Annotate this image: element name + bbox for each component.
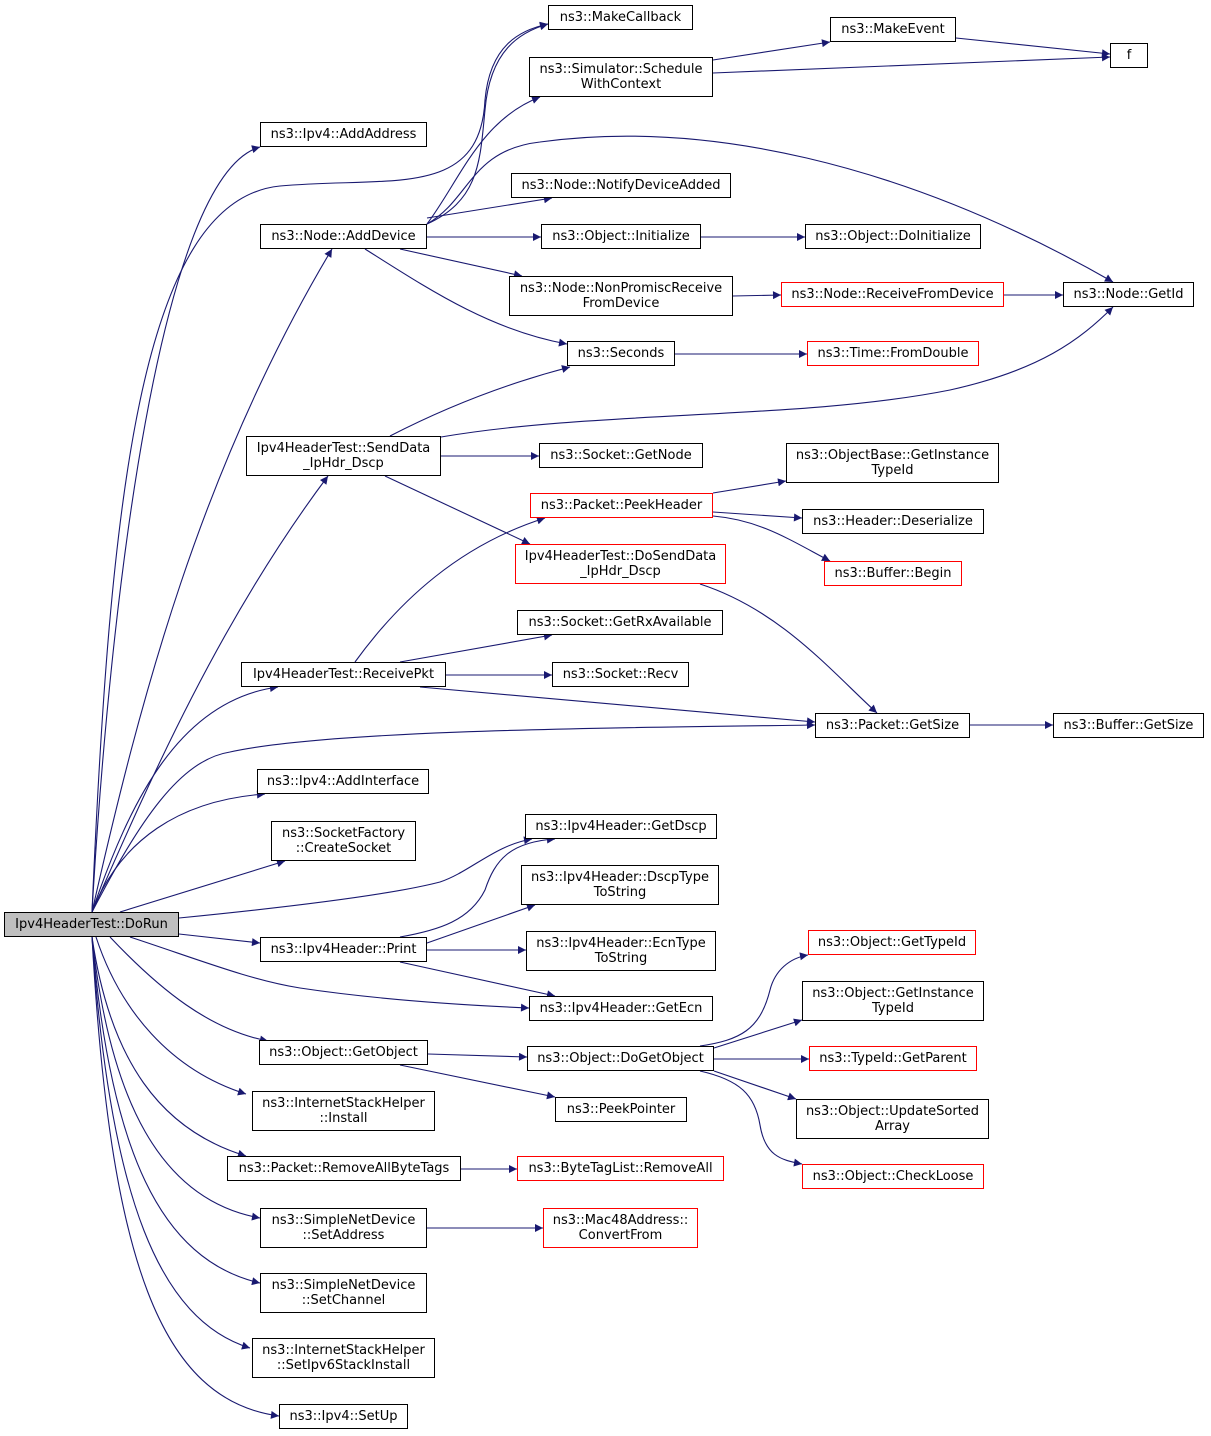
edge-print-to-dscptostring — [426, 903, 536, 944]
node-simplenetdevice-setaddress[interactable]: ns3::SimpleNetDevice ::SetAddress — [260, 1208, 427, 1248]
node-internetstackhelper-setipv6stackinstall[interactable]: ns3::InternetStackHelper ::SetIpv6StackI… — [252, 1338, 435, 1378]
node-object-checkloose[interactable]: ns3::Object::CheckLoose — [802, 1164, 984, 1189]
node-ipv4-addinterface[interactable]: ns3::Ipv4::AddInterface — [257, 769, 429, 794]
edge-dogetobject-to-checkloose — [699, 1070, 803, 1167]
edge-dorun-to-senddata — [91, 475, 329, 913]
node-internetstackhelper-install[interactable]: ns3::InternetStackHelper ::Install — [252, 1091, 435, 1131]
node-makecallback[interactable]: ns3::MakeCallback — [548, 5, 693, 30]
edge-senddata-to-getid — [440, 306, 1114, 438]
node-socket-getrxavailable[interactable]: ns3::Socket::GetRxAvailable — [517, 610, 723, 635]
node-object-updatesortedarray[interactable]: ns3::Object::UpdateSorted Array — [796, 1099, 989, 1139]
node-receivepkt[interactable]: Ipv4HeaderTest::ReceivePkt — [241, 662, 446, 687]
edge-dorun-to-getobject — [109, 936, 269, 1044]
node-ipv4header-print[interactable]: ns3::Ipv4Header::Print — [260, 937, 427, 962]
node-objectbase-getinstancetypeid[interactable]: ns3::ObjectBase::GetInstance TypeId — [786, 443, 999, 483]
edge-senddata-to-dosenddata — [384, 475, 531, 545]
edge-dorun-to-getdscp — [178, 836, 533, 919]
edge-adddevice-to-makecallback — [426, 22, 549, 225]
node-socket-recv[interactable]: ns3::Socket::Recv — [552, 662, 689, 687]
edge-adddevice-to-seconds — [364, 248, 568, 347]
node-simplenetdevice-setchannel[interactable]: ns3::SimpleNetDevice ::SetChannel — [260, 1273, 427, 1313]
node-ipv4-setup[interactable]: ns3::Ipv4::SetUp — [279, 1404, 408, 1429]
edge-dorun-to-createsocket — [119, 859, 286, 913]
edge-dorun-to-ipv4-addaddress — [91, 145, 261, 913]
edge-peekheader-to-getinstancetypeid — [712, 478, 787, 494]
node-object-doinitialize[interactable]: ns3::Object::DoInitialize — [805, 224, 981, 249]
edge-receivepkt-to-peekheader — [354, 516, 546, 663]
node-ipv4header-getdscp[interactable]: ns3::Ipv4Header::GetDscp — [525, 814, 717, 839]
edge-receivepkt-to-packet-getsize — [419, 686, 816, 726]
edge-nonpromisc-to-receivefromdevice — [732, 291, 782, 300]
node-ipv4header-ecntypetostring[interactable]: ns3::Ipv4Header::EcnType ToString — [526, 931, 716, 971]
edge-peekheader-to-buffer-begin — [712, 515, 831, 562]
node-object-dogetobject[interactable]: ns3::Object::DoGetObject — [527, 1046, 714, 1071]
node-senddata-iphdr-dscp[interactable]: Ipv4HeaderTest::SendData _IpHdr_Dscp — [246, 436, 441, 476]
edge-receivepkt-to-getrxavailable — [399, 632, 553, 663]
edge-adddevice-to-node-getid — [426, 135, 1114, 283]
node-header-deserialize[interactable]: ns3::Header::Deserialize — [802, 509, 984, 534]
node-socket-getnode[interactable]: ns3::Socket::GetNode — [539, 443, 703, 468]
node-seconds[interactable]: ns3::Seconds — [567, 341, 675, 366]
edge-adddevice-to-nonpromisc — [399, 248, 523, 279]
edge-dorun-to-node-adddevice — [91, 248, 333, 913]
edge-dorun-to-packet-getsize — [91, 721, 816, 913]
edge-adddevice-to-schedule — [426, 96, 541, 225]
edge-dogetobject-to-getinstancetypeid — [713, 1018, 803, 1049]
node-simulator-schedule-with-context[interactable]: ns3::Simulator::Schedule WithContext — [529, 57, 713, 97]
node-dorun-root: Ipv4HeaderTest::DoRun — [4, 912, 179, 937]
edge-dosenddata-to-packet-getsize — [699, 583, 878, 714]
node-f[interactable]: f — [1110, 43, 1148, 68]
edge-dogetobject-to-updatesorted — [713, 1070, 797, 1101]
edge-dorun-to-removeallbytetags — [91, 936, 247, 1158]
edge-dorun-to-install — [95, 936, 247, 1096]
node-buffer-getsize[interactable]: ns3::Buffer::GetSize — [1053, 713, 1204, 738]
node-bytetaglist-removeall[interactable]: ns3::ByteTagList::RemoveAll — [517, 1156, 724, 1181]
node-node-getid[interactable]: ns3::Node::GetId — [1063, 282, 1194, 307]
node-socketfactory-createsocket[interactable]: ns3::SocketFactory ::CreateSocket — [271, 821, 416, 861]
edge-getobject-to-dogetobject — [427, 1052, 528, 1061]
node-ipv4header-getecn[interactable]: ns3::Ipv4Header::GetEcn — [529, 996, 713, 1021]
node-ipv4-addaddress[interactable]: ns3::Ipv4::AddAddress — [260, 122, 427, 147]
node-object-getinstancetypeid[interactable]: ns3::Object::GetInstance TypeId — [802, 981, 984, 1021]
node-dosenddata-iphdr-dscp[interactable]: Ipv4HeaderTest::DoSendData _IpHdr_Dscp — [515, 544, 726, 584]
edge-dorun-to-setipv6 — [91, 936, 251, 1350]
node-node-adddevice[interactable]: ns3::Node::AddDevice — [260, 224, 427, 249]
edge-dorun-to-ipv4-addinterface — [91, 790, 266, 913]
node-packet-removeallbytetags[interactable]: ns3::Packet::RemoveAllByteTags — [227, 1156, 461, 1181]
edge-adddevice-to-notifydeviceadded — [426, 195, 553, 219]
node-object-initialize[interactable]: ns3::Object::Initialize — [541, 224, 701, 249]
edge-dorun-to-setaddress — [91, 936, 261, 1221]
edge-peekheader-to-deserialize — [712, 511, 803, 522]
edge-schedule-to-f — [712, 53, 1111, 74]
node-ipv4header-dscptypetostring[interactable]: ns3::Ipv4Header::DscpType ToString — [521, 865, 719, 905]
edge-schedule-to-makeevent — [712, 39, 831, 61]
node-object-gettypeid[interactable]: ns3::Object::GetTypeId — [808, 930, 976, 955]
node-notify-device-added[interactable]: ns3::Node::NotifyDeviceAdded — [511, 173, 731, 198]
node-packet-getsize[interactable]: ns3::Packet::GetSize — [815, 713, 970, 738]
node-buffer-begin[interactable]: ns3::Buffer::Begin — [824, 561, 962, 586]
edge-dorun-to-makecallback — [91, 21, 549, 913]
edge-getobject-to-peekpointer — [399, 1064, 556, 1100]
node-peekpointer[interactable]: ns3::PeekPointer — [555, 1097, 687, 1122]
edge-print-to-getdscp — [399, 835, 556, 938]
node-nonpromisc-receive-from-device[interactable]: ns3::Node::NonPromiscReceive FromDevice — [509, 276, 733, 316]
node-makeevent[interactable]: ns3::MakeEvent — [830, 17, 956, 42]
edge-dorun-to-getecn — [129, 936, 530, 1012]
node-typeid-getparent[interactable]: ns3::TypeId::GetParent — [809, 1046, 977, 1071]
node-time-fromdouble[interactable]: ns3::Time::FromDouble — [807, 341, 979, 366]
node-receive-from-device[interactable]: ns3::Node::ReceiveFromDevice — [781, 282, 1004, 307]
edge-senddata-to-seconds — [389, 365, 571, 437]
edge-dorun-to-header-print — [178, 933, 261, 947]
edge-print-to-getecn — [399, 961, 556, 999]
edge-makeevent-to-f — [955, 37, 1111, 58]
node-mac48address-convertfrom[interactable]: ns3::Mac48Address:: ConvertFrom — [543, 1208, 698, 1248]
edge-dogetobject-to-gettypeid — [699, 952, 809, 1047]
edge-dorun-to-setchannel — [91, 936, 261, 1286]
edge-dorun-to-ipv4-setup — [91, 936, 280, 1419]
edge-dorun-to-receivepkt — [91, 684, 279, 913]
node-object-getobject[interactable]: ns3::Object::GetObject — [259, 1040, 428, 1065]
node-packet-peekheader[interactable]: ns3::Packet::PeekHeader — [530, 493, 713, 518]
